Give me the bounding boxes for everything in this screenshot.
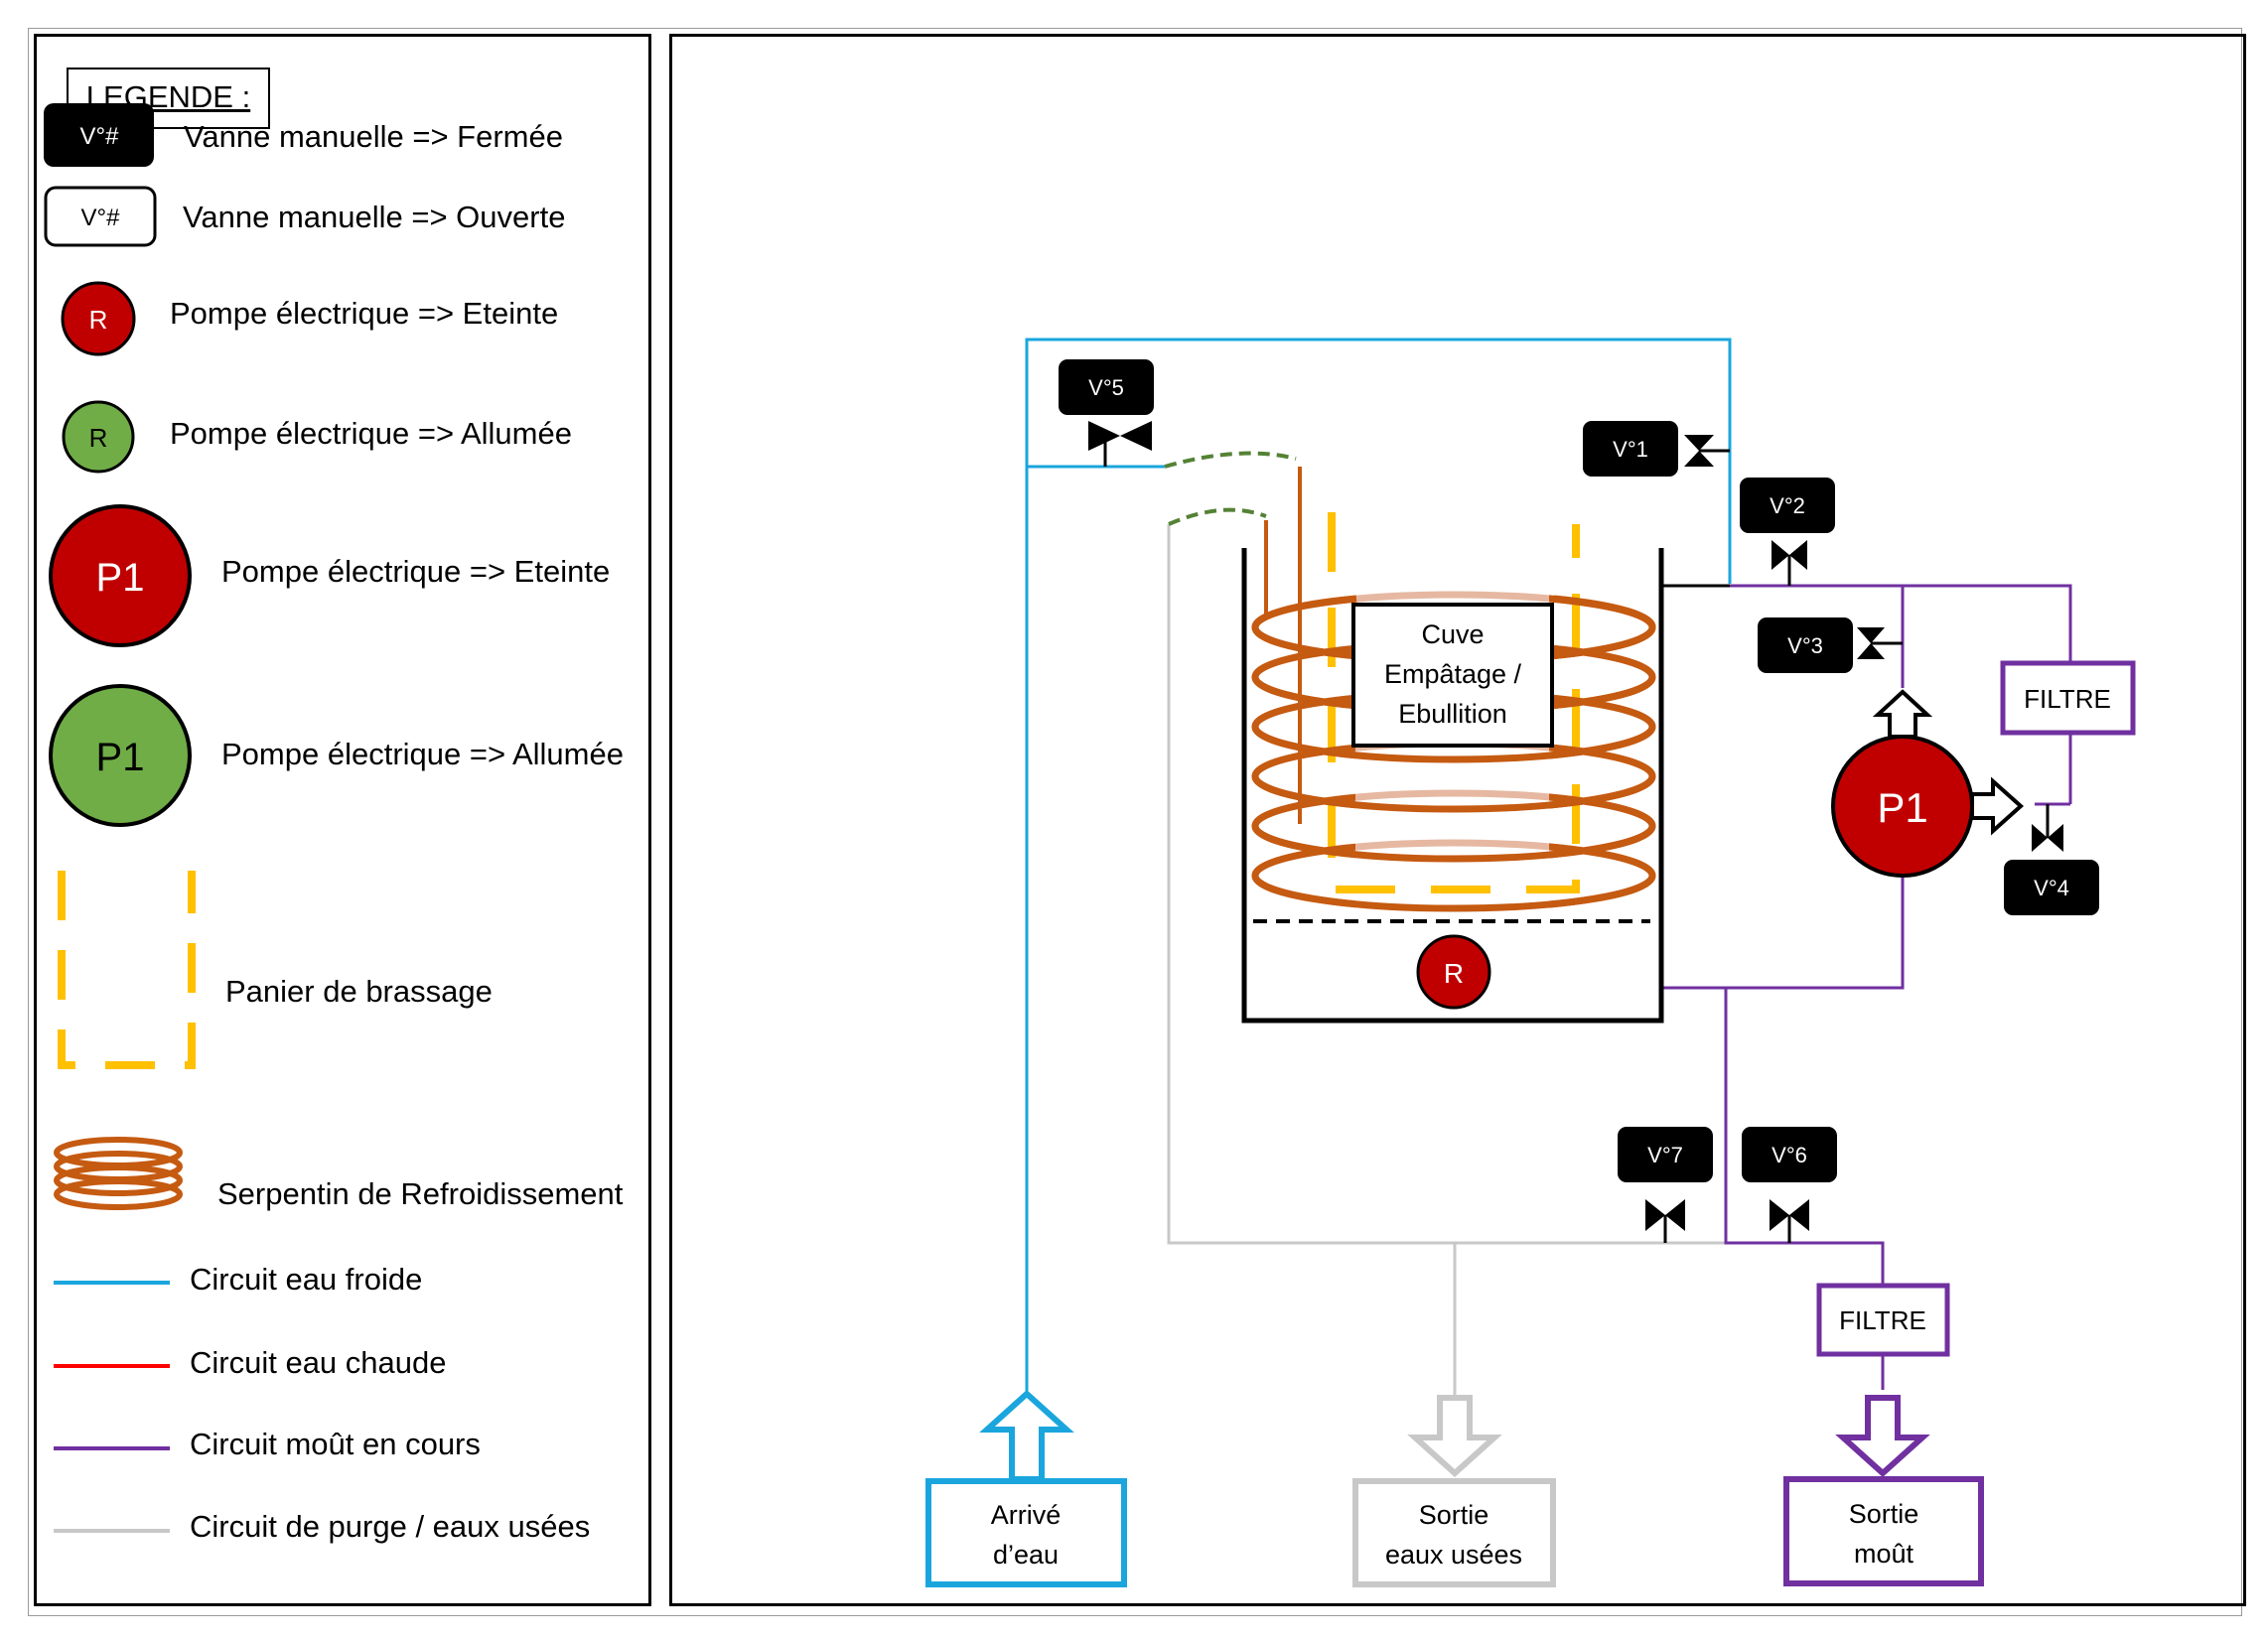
valve-v3-label: V°3 — [1787, 633, 1823, 658]
valve-v7-label: V°7 — [1647, 1143, 1683, 1167]
valve-v4-label: V°4 — [2034, 876, 2069, 900]
water-inlet-line-1: Arrivé — [991, 1500, 1062, 1530]
legend-pump-p1-off-label: P1 — [96, 556, 145, 600]
filter-top-label: FILTRE — [2024, 684, 2111, 714]
inlet-up-arrow-icon — [979, 1389, 1074, 1482]
wort-circuit — [1661, 584, 2072, 1390]
legend-pump-p1-off-icon: P1 — [49, 504, 192, 647]
heater-pump-r[interactable]: R — [1416, 934, 1491, 1010]
legend-symbols: V°# V°# R R P1 P1 — [44, 103, 196, 1533]
purge-circuit — [1167, 524, 1734, 1398]
valve-v5[interactable]: V°5 — [1059, 359, 1154, 467]
legend-panel: LEGENDE : V°# V°# R R P1 P1 — [34, 34, 651, 1606]
main-pump-label: P1 — [1877, 784, 1927, 831]
valve-v6[interactable]: V°6 — [1742, 1127, 1837, 1243]
filter-bottom-label: FILTRE — [1839, 1305, 1926, 1335]
main-pump-p1[interactable]: P1 — [1831, 735, 1974, 878]
valve-v7[interactable]: V°7 — [1618, 1127, 1713, 1243]
legend-pump-r-on-text: Pompe électrique => Allumée — [170, 416, 572, 451]
pump-up-arrow-icon — [1872, 689, 1933, 739]
tank-label-line-2: Empâtage / — [1384, 659, 1522, 689]
legend-hot-water-text: Circuit eau chaude — [190, 1345, 447, 1380]
valve-v5-label: V°5 — [1088, 375, 1124, 400]
legend-pump-r-off-label: R — [89, 305, 108, 335]
wort-outlet-line-1: Sortie — [1849, 1499, 1919, 1529]
waste-outlet-line-1: Sortie — [1419, 1500, 1489, 1530]
filter-bottom: FILTRE — [1816, 1283, 1950, 1357]
legend-pump-p1-on-label: P1 — [96, 736, 145, 779]
coil-connections — [1164, 451, 1302, 824]
page-frame — [28, 28, 2242, 1616]
legend-pump-r-on-icon: R — [62, 400, 135, 474]
brew-tank: Cuve Empâtage / Ebullition — [1241, 548, 1664, 1024]
legend-valve-open-icon: V°# — [44, 186, 157, 247]
wort-down-arrow-icon — [1835, 1395, 1930, 1478]
valve-v4[interactable]: V°4 — [2004, 804, 2099, 915]
pump-right-arrow-icon — [1970, 776, 2025, 836]
valve-v2[interactable]: V°2 — [1740, 478, 1835, 586]
legend-valve-closed-label: V°# — [80, 123, 120, 150]
tank-label-line-3: Ebullition — [1398, 699, 1507, 729]
process-diagram: Cuve Empâtage / Ebullition R P1 FILTRE F… — [925, 338, 2136, 1587]
water-inlet-box: Arrivé d’eau — [925, 1478, 1127, 1587]
legend-pump-p1-on-text: Pompe électrique => Allumée — [221, 737, 624, 771]
diagram-panel: Cuve Empâtage / Ebullition R P1 FILTRE F… — [669, 34, 2246, 1606]
brewing-basket — [1328, 512, 1580, 893]
cold-water-circuit — [1025, 338, 1732, 1400]
legend-valve-open-text: Vanne manuelle => Ouverte — [183, 200, 566, 234]
tank-label-box — [1351, 603, 1554, 748]
legend-basket-text: Panier de brassage — [225, 974, 493, 1009]
legend-valve-open-label: V°# — [81, 205, 121, 231]
legend-pump-r-off-icon: R — [61, 281, 136, 356]
valve-v1[interactable]: V°1 — [1583, 421, 1730, 477]
legend-pump-r-on-label: R — [89, 423, 108, 453]
valve-v3[interactable]: V°3 — [1758, 617, 1903, 673]
legend-coil-icon — [54, 1137, 183, 1210]
legend-coil-text: Serpentin de Refroidissement — [217, 1176, 624, 1211]
legend-wort-text: Circuit moût en cours — [190, 1427, 481, 1461]
legend-pump-p1-on-icon: P1 — [49, 684, 192, 827]
waste-outlet-line-2: eaux usées — [1385, 1540, 1522, 1570]
legend-pump-r-off-text: Pompe électrique => Eteinte — [170, 296, 559, 331]
water-inlet-line-2: d’eau — [993, 1540, 1059, 1570]
legend-valve-closed-icon: V°# — [44, 103, 154, 167]
legend-basket-icon — [58, 871, 196, 1069]
heater-pump-label: R — [1444, 958, 1464, 989]
valve-v6-label: V°6 — [1772, 1143, 1807, 1167]
valve-v1-label: V°1 — [1613, 437, 1648, 462]
wort-outlet-line-2: moût — [1854, 1539, 1914, 1569]
legend-valve-closed-text: Vanne manuelle => Fermée — [184, 119, 563, 154]
waste-outlet-box: Sortie eaux usées — [1352, 1478, 1556, 1587]
tank-label-line-1: Cuve — [1421, 619, 1484, 649]
filter-top: FILTRE — [2000, 660, 2136, 736]
wort-outlet-box: Sortie moût — [1783, 1476, 1984, 1586]
legend-purge-text: Circuit de purge / eaux usées — [190, 1509, 591, 1544]
waste-down-arrow-icon — [1407, 1395, 1502, 1478]
legend-cold-water-text: Circuit eau froide — [190, 1262, 423, 1297]
legend-pump-p1-off-text: Pompe électrique => Eteinte — [221, 554, 611, 589]
valve-v2-label: V°2 — [1770, 493, 1805, 518]
